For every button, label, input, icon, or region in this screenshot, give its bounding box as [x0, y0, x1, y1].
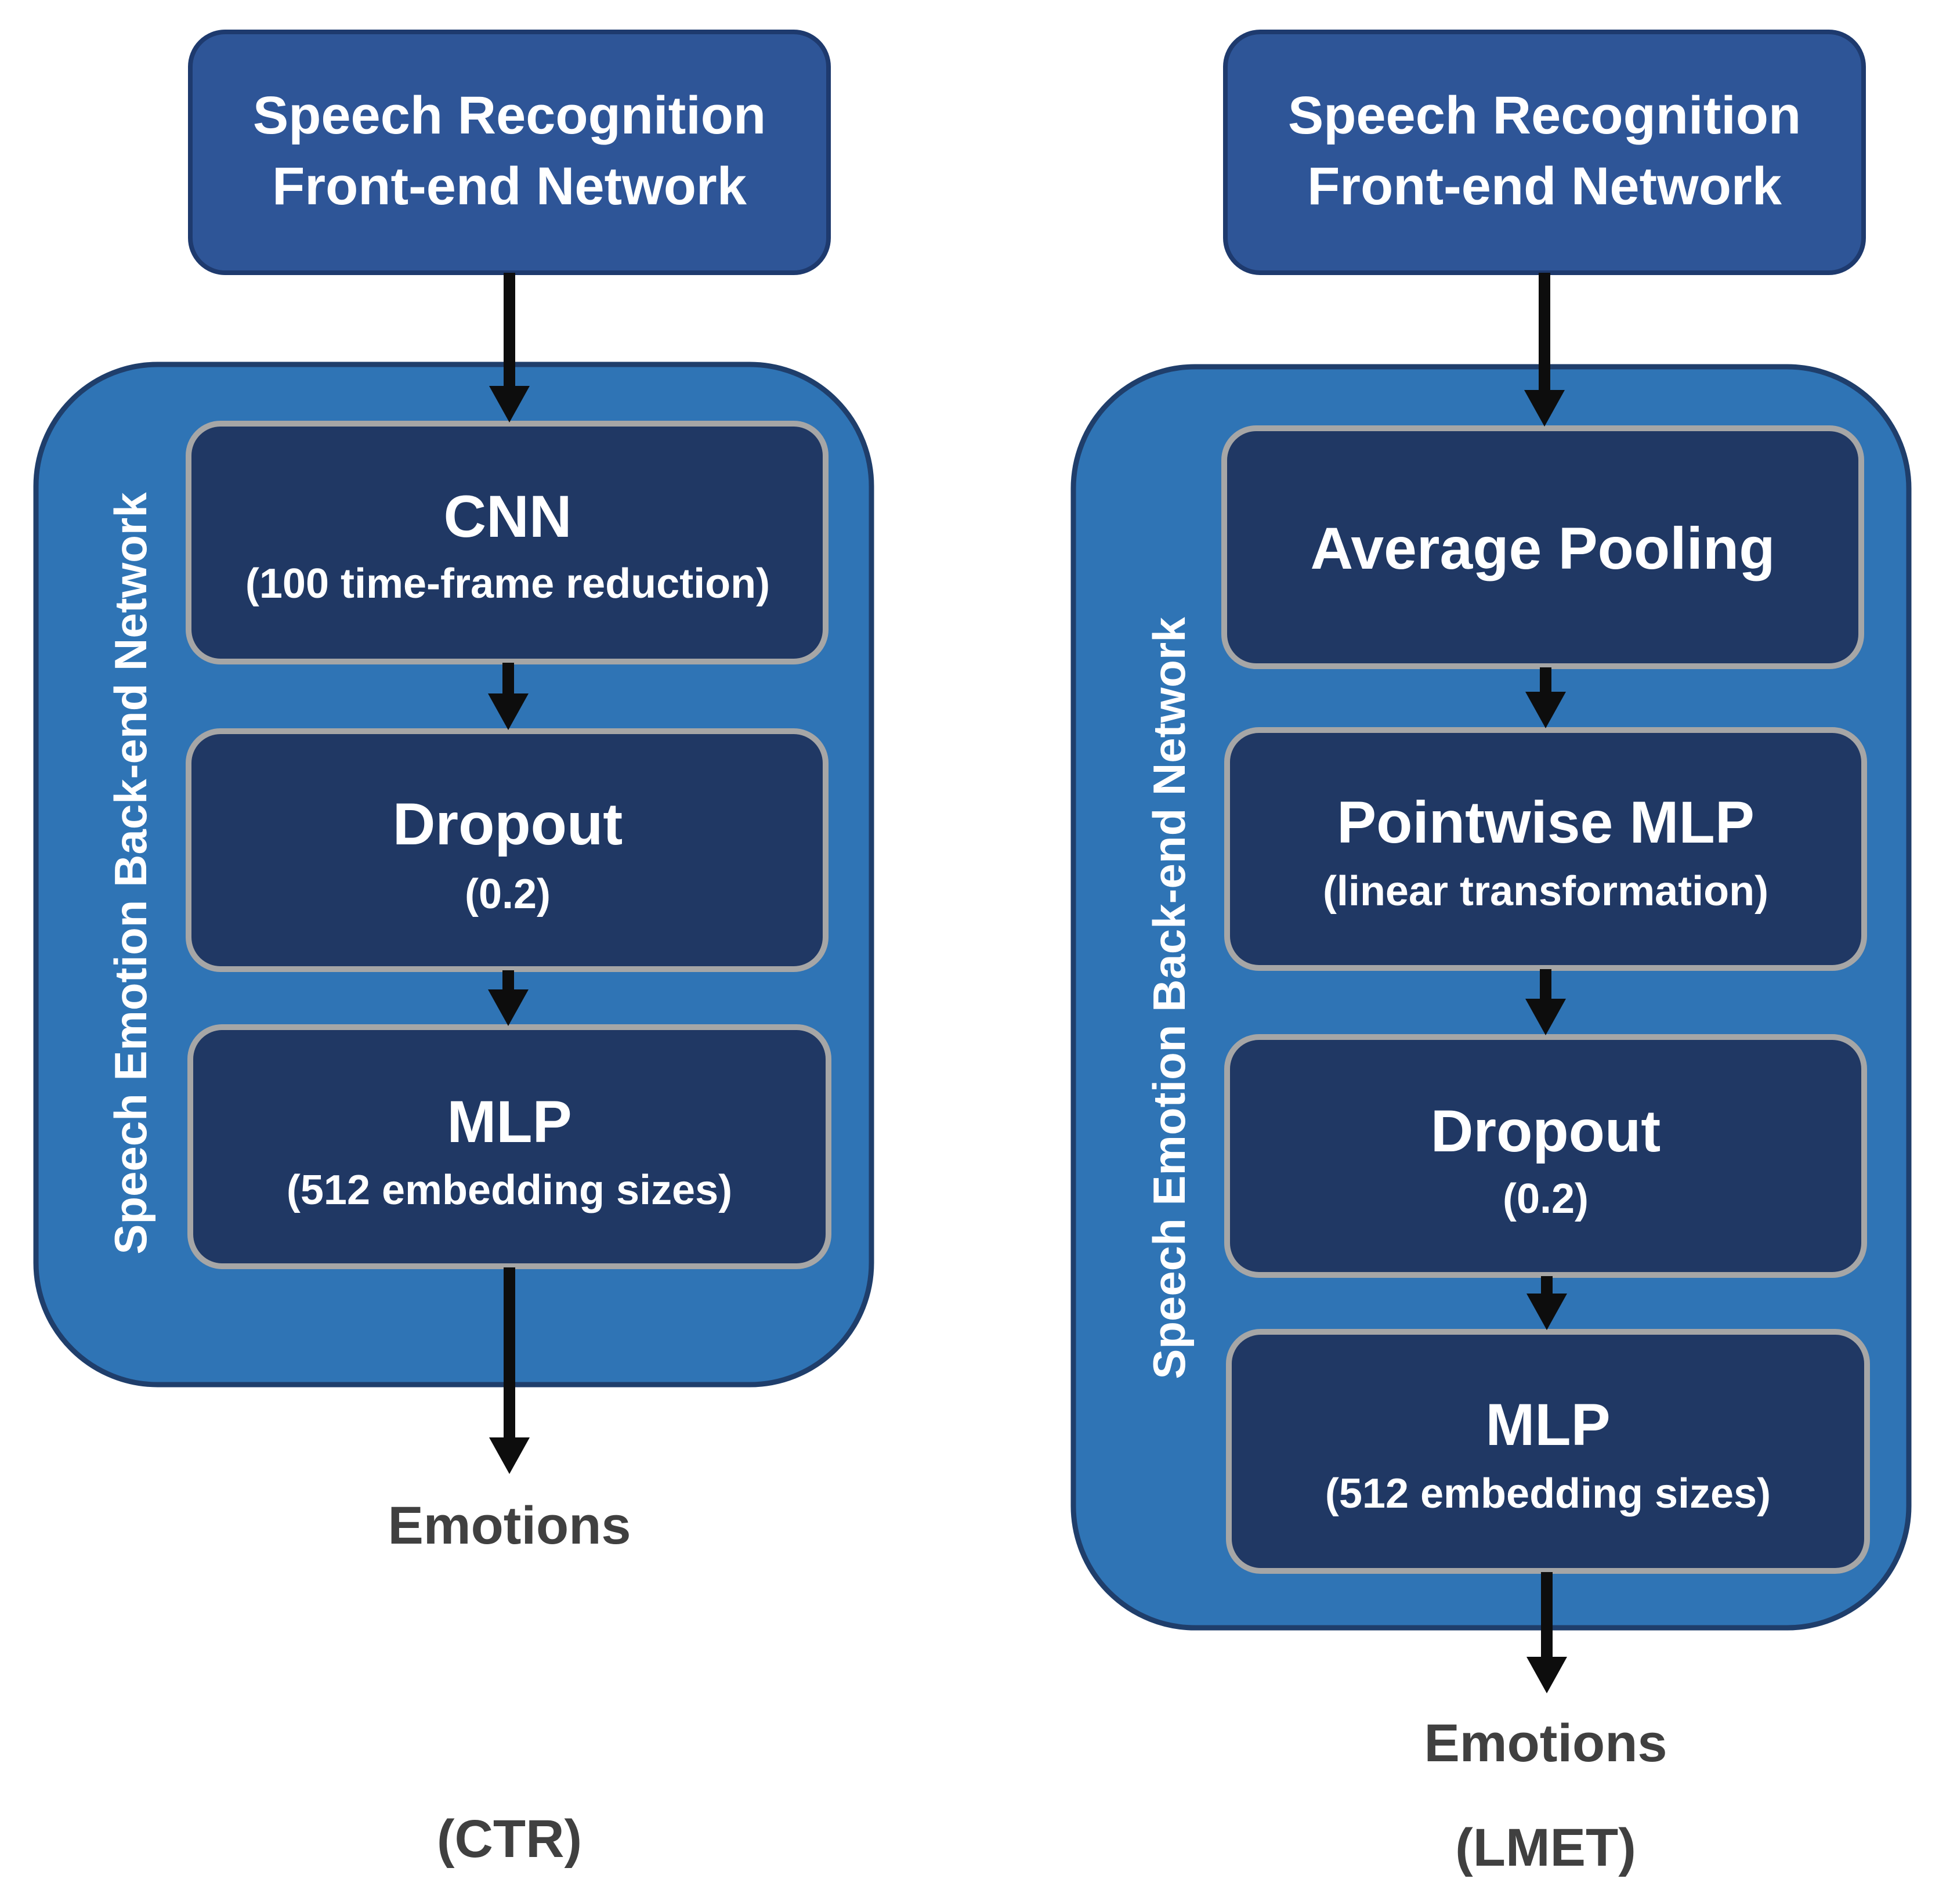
- lmet-layer-dropout-box: [1224, 1034, 1867, 1278]
- ctr-frontend-box: [188, 30, 831, 275]
- ctr-arrow-frontend-to-cnn: [489, 273, 530, 422]
- ctr-frontend-line1: Speech Recognition: [253, 86, 766, 145]
- lmet-layer-avgpool-box: [1221, 425, 1864, 669]
- lmet-caption: (LMET): [1455, 1818, 1636, 1877]
- ctr-layer-mlp-title: MLP: [447, 1089, 571, 1155]
- ctr-layer-dropout-subtitle: (0.2): [465, 871, 551, 917]
- lmet-layer-pointwise-title: Pointwise MLP: [1337, 789, 1754, 855]
- ctr-layer-cnn-subtitle: (100 time-frame reduction): [245, 561, 770, 607]
- ctr-arrow-dropout-to-mlp: [488, 970, 529, 1026]
- lmet-layer-pointwise-box: [1224, 727, 1867, 971]
- lmet-frontend-line1: Speech Recognition: [1288, 86, 1801, 145]
- ctr-arrow-mlp-to-emotions: [489, 1267, 530, 1474]
- ctr-layer-mlp-subtitle: (512 embedding sizes): [287, 1167, 732, 1213]
- ctr-layer-dropout-title: Dropout: [393, 791, 623, 857]
- lmet-arrow-mlp-to-emotions: [1526, 1572, 1567, 1693]
- ctr-layer-cnn-box: [186, 421, 829, 664]
- lmet-layer-mlp-title: MLP: [1485, 1392, 1610, 1458]
- ctr-arrow-cnn-to-dropout: [488, 663, 529, 730]
- lmet-layer-mlp-subtitle: (512 embedding sizes): [1325, 1471, 1771, 1517]
- lmet-layer-avgpool-title: Average Pooling: [1310, 515, 1775, 581]
- lmet-layer-pointwise-subtitle: (linear transformation): [1323, 868, 1768, 915]
- lmet-arrow-pointwise-to-dropout: [1525, 969, 1566, 1035]
- lmet-output-label: Emotions: [1424, 1714, 1667, 1773]
- ctr-layer-mlp-box: [187, 1024, 831, 1269]
- lmet-arrow-frontend-to-avgpool: [1524, 273, 1565, 427]
- lmet-frontend-line2: Front-end Network: [1307, 157, 1782, 216]
- lmet-diagram: Speech Recognition Front-end Network Spe…: [1070, 30, 1912, 1877]
- ctr-backend-label: Speech Emotion Back-end Network: [105, 492, 156, 1255]
- ctr-frontend-line2: Front-end Network: [272, 157, 747, 216]
- lmet-frontend-box: [1223, 30, 1866, 275]
- lmet-backend-label: Speech Emotion Back-end Network: [1144, 617, 1195, 1379]
- lmet-layer-mlp-box: [1226, 1329, 1870, 1574]
- ctr-output-label: Emotions: [388, 1496, 631, 1555]
- ctr-layer-cnn-title: CNN: [444, 483, 572, 550]
- ctr-caption: (CTR): [437, 1809, 582, 1869]
- lmet-layer-dropout-subtitle: (0.2): [1503, 1176, 1589, 1222]
- ctr-layer-dropout-box: [186, 728, 829, 972]
- lmet-arrow-avgpool-to-pointwise: [1525, 667, 1566, 728]
- ctr-diagram: Speech Recognition Front-end Network Spe…: [33, 30, 874, 1869]
- lmet-arrow-dropout-to-mlp: [1526, 1276, 1567, 1330]
- lmet-backend-container: [1070, 364, 1912, 1631]
- lmet-layer-dropout-title: Dropout: [1431, 1098, 1661, 1164]
